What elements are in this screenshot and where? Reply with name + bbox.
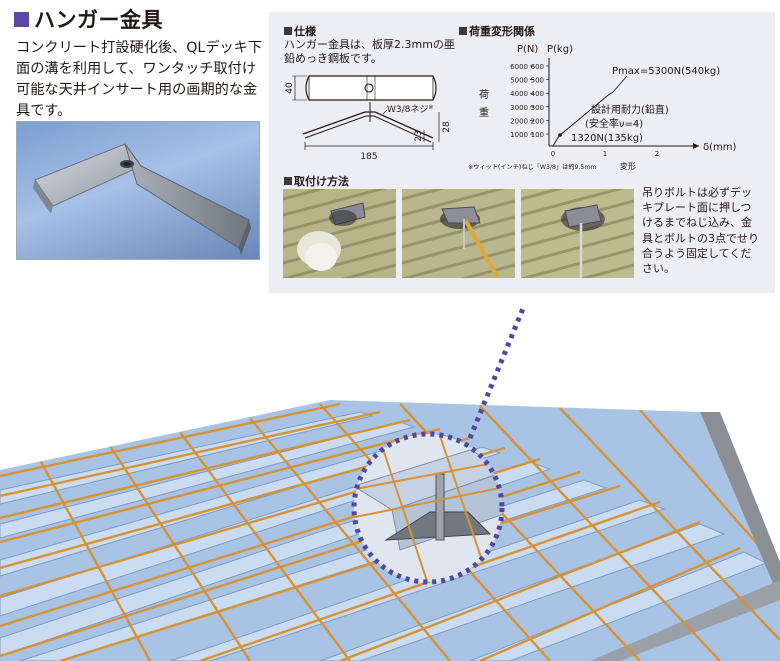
- x-tick-labels: 0 1 2: [551, 150, 659, 158]
- title-bullet-square: [14, 11, 29, 27]
- kg-tick-labels: 600 500 400 300 200 100: [531, 63, 549, 139]
- graph-footnote: ※ウィット(インチ)ねじ「W3/8」は約9.5mm: [468, 163, 596, 171]
- product-photo: [16, 121, 260, 260]
- mounting-heading-text: 取付け方法: [294, 175, 349, 188]
- y-axis-title-1: 荷: [479, 89, 489, 101]
- callout-detail: [354, 434, 502, 582]
- n-tick-label: 4000: [510, 90, 528, 98]
- y-axis-title-2: 重: [479, 106, 489, 119]
- spec-heading-text: 仕様: [294, 25, 316, 38]
- x-tick-label: 0: [551, 150, 555, 158]
- n-tick-label: 1000: [510, 131, 528, 139]
- x-axis-title: 変形: [620, 161, 636, 171]
- bracket-dimension-drawing: 40 W3/8ネジ※ 28 23 185: [285, 75, 452, 162]
- page-title: ハンガー金具: [14, 4, 163, 34]
- pmax-label: Pmax=5300N(540kg): [612, 66, 720, 77]
- design-point: [558, 133, 562, 137]
- dim-length-label: 185: [360, 152, 377, 162]
- kg-tick-label: 200: [531, 117, 544, 125]
- design-label-1: 設計用耐力(鉛直): [591, 103, 669, 116]
- ylabel-n: P(N): [517, 44, 538, 55]
- x-tick-label: 1: [603, 150, 607, 158]
- graph-heading: 荷重変形関係: [459, 23, 535, 39]
- load-deformation-graph: P(N) P(kg) 荷 重 600050004000300020001000 …: [468, 44, 737, 171]
- design-label-3: 1320N(135kg): [571, 133, 643, 144]
- load-curve: [552, 91, 614, 147]
- dim-height-label: 40: [285, 82, 295, 94]
- dim-23-label: 23: [414, 130, 424, 141]
- design-label-2: (安全率ν=4): [585, 117, 643, 130]
- callout-line: [467, 305, 527, 439]
- kg-tick-label: 600: [531, 63, 544, 71]
- page-title-text: ハンガー金具: [34, 8, 163, 32]
- heading-square: [459, 27, 467, 35]
- intro-paragraph: コンクリート打設硬化後、QLデッキ下面の溝を利用して、ワンタッチ取付け可能な天井…: [16, 40, 263, 119]
- xlabel: δ(mm): [703, 142, 737, 153]
- n-tick-label: 2000: [510, 117, 528, 125]
- kg-tick-label: 500: [531, 77, 544, 85]
- mounting-note: 吊りボルトは必ずデッキプレート面に押しつけるまでねじ込み、金具とボルトの3点でせ…: [642, 186, 759, 276]
- screw-label: W3/8ネジ※: [387, 104, 433, 115]
- deck-edge: [700, 412, 780, 600]
- n-tick-label: 3000: [510, 104, 528, 112]
- callout-circle: [351, 431, 505, 585]
- kg-tick-label: 300: [531, 104, 544, 112]
- n-tick-label: 5000: [510, 77, 528, 85]
- mounting-heading: 取付け方法: [284, 173, 349, 189]
- n-tick-labels: 6000 5000 4000 3000 2000 1000: [510, 63, 534, 139]
- dim-28-label: 28: [442, 121, 452, 133]
- mounting-photo-2: [402, 189, 515, 278]
- kg-tick-label: 100: [531, 131, 544, 139]
- spec-heading: 仕様: [284, 23, 316, 39]
- deck-illustration: [0, 305, 780, 661]
- ylabel-kg: P(kg): [547, 44, 573, 55]
- heading-square: [284, 27, 292, 35]
- spec-text: ハンガー金具は、板厚2.3mmの亜鉛めっき鋼板です。: [284, 38, 455, 65]
- kg-tick-label: 400: [531, 90, 544, 98]
- graph-heading-text: 荷重変形関係: [469, 25, 535, 38]
- x-tick-label: 2: [655, 150, 659, 158]
- heading-square: [284, 177, 292, 185]
- mounting-photo-1: [283, 189, 396, 278]
- n-tick-label: 6000: [510, 63, 528, 71]
- mounting-photo-3: [521, 189, 634, 278]
